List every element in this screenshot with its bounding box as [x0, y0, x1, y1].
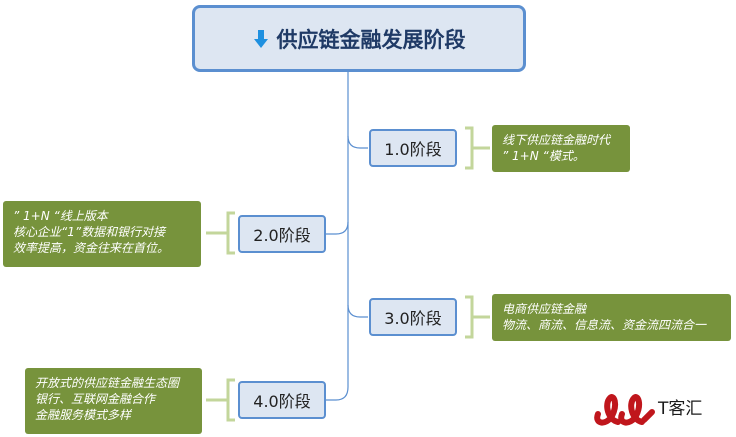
note-line: 开放式的供应链金融生态圈 [35, 376, 180, 390]
note-line: 物流、商流、信息流、资金流四流合一 [502, 318, 707, 332]
stage-node-4[interactable]: 4.0阶段 [238, 381, 326, 419]
watermark-text: T客汇 [657, 399, 702, 419]
stage-node-3[interactable]: 3.0阶段 [369, 298, 457, 336]
note-line: 线下供应链金融时代 [502, 133, 611, 147]
note-line: 金融服务模式多样 [35, 408, 132, 422]
stage-note-4: 开放式的供应链金融生态圈 银行、互联网金融合作 金融服务模式多样 [25, 368, 202, 434]
stage-node-2[interactable]: 2.0阶段 [238, 215, 326, 253]
note-line: 效率提高，资金往来在首位。 [13, 241, 170, 255]
note-line: ” 1+N “模式。 [502, 149, 585, 163]
note-line: ” 1+N “线上版本 [13, 209, 108, 223]
stage-note-1: 线下供应链金融时代 ” 1+N “模式。 [492, 125, 630, 172]
root-node[interactable]: 供应链金融发展阶段 [192, 5, 526, 72]
note-line: 电商供应链金融 [502, 302, 587, 316]
down-arrow-icon [253, 29, 268, 48]
stage-note-3: 电商供应链金融 物流、商流、信息流、资金流四流合一 [492, 294, 731, 341]
stage-note-2: ” 1+N “线上版本 核心企业“1”数据和银行对接 效率提高，资金往来在首位。 [3, 201, 201, 267]
root-title: 供应链金融发展阶段 [276, 27, 466, 52]
note-line: 核心企业“1”数据和银行对接 [13, 225, 166, 239]
stage-node-1[interactable]: 1.0阶段 [369, 129, 457, 167]
note-line: 银行、互联网金融合作 [35, 392, 156, 406]
tkehui-logo: T客汇 [594, 394, 702, 426]
